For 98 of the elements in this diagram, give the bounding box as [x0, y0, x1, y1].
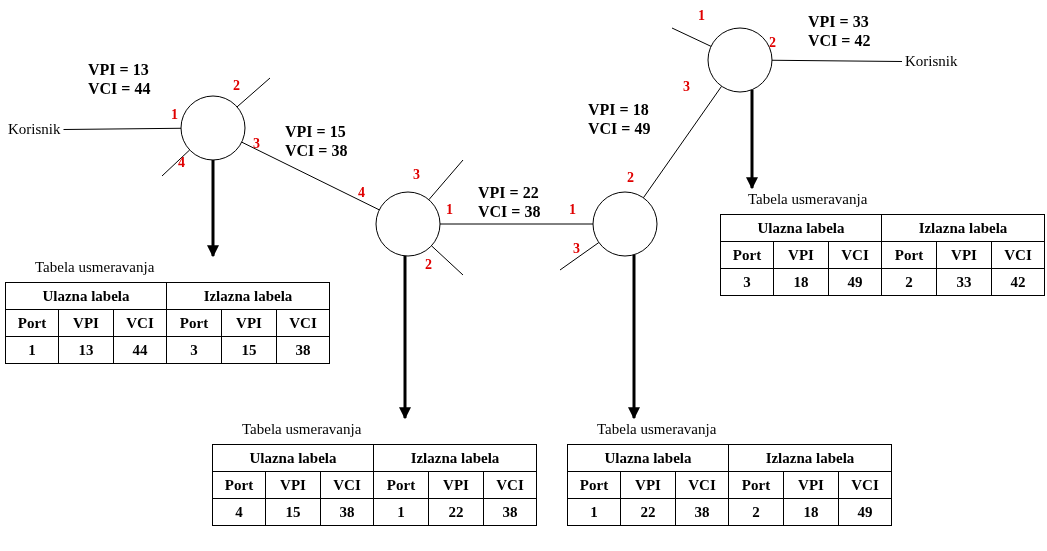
- table-cell: 2: [728, 498, 784, 526]
- table-cell: 1: [373, 498, 429, 526]
- table-group-header: Ulazna labela: [212, 444, 374, 472]
- port-number: 3: [413, 167, 420, 183]
- table-cell: 49: [838, 498, 892, 526]
- column-header: Port: [5, 309, 59, 337]
- table-cell: 1: [567, 498, 621, 526]
- edge-label: VPI = 15 VCI = 38: [285, 122, 349, 160]
- column-header: VPI: [773, 241, 829, 269]
- table-title: Tabela usmeravanja: [242, 421, 362, 438]
- table-cell: 44: [113, 336, 167, 364]
- column-header: Port: [720, 241, 774, 269]
- column-header: Port: [166, 309, 222, 337]
- table-group-header: Ulazna labela: [567, 444, 729, 472]
- port-number: 2: [627, 170, 634, 186]
- table-cell: 22: [428, 498, 484, 526]
- table-title: Tabela usmeravanja: [748, 191, 868, 208]
- link-line: [428, 159, 464, 201]
- link-line: [63, 127, 182, 130]
- link-line: [439, 223, 594, 225]
- table-group-header: Izlazna labela: [881, 214, 1045, 242]
- table-cell: 1: [5, 336, 59, 364]
- table-cell: 18: [783, 498, 839, 526]
- table-cell: 4: [212, 498, 266, 526]
- arrow: [399, 255, 411, 420]
- link-line: [241, 141, 380, 211]
- column-header: VCI: [113, 309, 167, 337]
- arrow: [746, 89, 758, 190]
- column-header: VPI: [620, 471, 676, 499]
- table-title: Tabela usmeravanja: [597, 421, 717, 438]
- port-number: 1: [569, 202, 576, 218]
- user-label: Korisnik: [905, 53, 958, 70]
- link-line: [161, 149, 191, 177]
- column-header: VPI: [428, 471, 484, 499]
- link-line: [771, 59, 903, 62]
- column-header: VPI: [58, 309, 114, 337]
- port-number: 4: [358, 185, 365, 201]
- table-cell: 22: [620, 498, 676, 526]
- table-group-header: Ulazna labela: [720, 214, 882, 242]
- table-cell: 38: [320, 498, 374, 526]
- table-group-header: Izlazna labela: [373, 444, 537, 472]
- table-cell: 15: [265, 498, 321, 526]
- edge-label: VPI = 33 VCI = 42: [808, 12, 872, 50]
- table-cell: 18: [773, 268, 829, 296]
- table-cell: 2: [881, 268, 937, 296]
- column-header: VCI: [483, 471, 537, 499]
- edge-label: VPI = 18 VCI = 49: [588, 100, 652, 138]
- port-number: 2: [769, 35, 776, 51]
- switch-circle: [375, 191, 441, 257]
- link-line: [430, 245, 464, 276]
- arrow: [628, 254, 640, 420]
- column-header: Port: [881, 241, 937, 269]
- column-header: Port: [567, 471, 621, 499]
- table-cell: 13: [58, 336, 114, 364]
- table-cell: 33: [936, 268, 992, 296]
- table-cell: 49: [828, 268, 882, 296]
- switch-circle: [592, 191, 658, 257]
- table-group-header: Izlazna labela: [166, 282, 330, 310]
- port-number: 1: [698, 8, 705, 24]
- port-number: 1: [171, 107, 178, 123]
- edge-label: VPI = 13 VCI = 44: [88, 60, 152, 98]
- column-header: Port: [212, 471, 266, 499]
- port-number: 4: [178, 155, 185, 171]
- link-line: [671, 27, 712, 47]
- port-number: 2: [233, 78, 240, 94]
- column-header: VCI: [320, 471, 374, 499]
- column-header: Port: [373, 471, 429, 499]
- column-header: Port: [728, 471, 784, 499]
- link-line: [559, 242, 600, 271]
- port-number: 1: [446, 202, 453, 218]
- link-line: [642, 85, 723, 199]
- column-header: VCI: [991, 241, 1045, 269]
- table-cell: 3: [720, 268, 774, 296]
- port-number: 3: [683, 79, 690, 95]
- table-cell: 38: [675, 498, 729, 526]
- arrow: [207, 160, 219, 258]
- port-number: 2: [425, 257, 432, 273]
- port-number: 3: [253, 136, 260, 152]
- table-cell: 3: [166, 336, 222, 364]
- edge-label: VPI = 22 VCI = 38: [478, 183, 542, 221]
- user-label: Korisnik: [8, 121, 61, 138]
- link-line: [236, 77, 271, 108]
- column-header: VPI: [783, 471, 839, 499]
- column-header: VCI: [276, 309, 330, 337]
- column-header: VPI: [221, 309, 277, 337]
- table-group-header: Izlazna labela: [728, 444, 892, 472]
- port-number: 3: [573, 241, 580, 257]
- column-header: VCI: [838, 471, 892, 499]
- column-header: VPI: [936, 241, 992, 269]
- table-cell: 15: [221, 336, 277, 364]
- table-cell: 38: [276, 336, 330, 364]
- table-cell: 38: [483, 498, 537, 526]
- column-header: VCI: [675, 471, 729, 499]
- table-group-header: Ulazna labela: [5, 282, 167, 310]
- column-header: VPI: [265, 471, 321, 499]
- table-title: Tabela usmeravanja: [35, 259, 155, 276]
- column-header: VCI: [828, 241, 882, 269]
- table-cell: 42: [991, 268, 1045, 296]
